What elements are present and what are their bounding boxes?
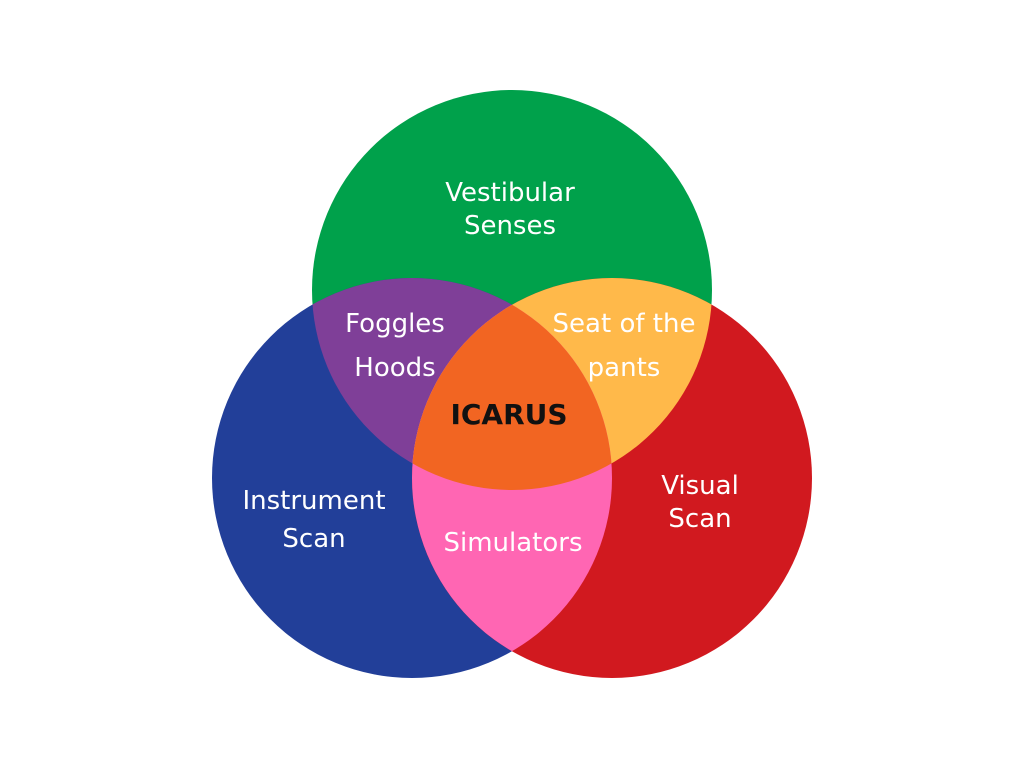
region-center-overlap [412,278,612,490]
label-line: Simulators [443,528,583,558]
label-line: Scan [282,524,346,554]
label-line: ICARUS [450,398,568,431]
label-instrument-scan: Instrument Scan [242,482,385,558]
label-line: Senses [463,211,557,241]
label-line: Seat of the [552,309,696,339]
label-line: pants [587,353,661,383]
label-visual-scan: Visual Scan [661,470,739,536]
label-foggles-hoods: Foggles Hoods [345,302,445,390]
label-simulators: Simulators [443,527,582,560]
label-line: Visual [661,471,739,501]
label-line: Foggles [345,309,445,339]
label-line: Vestibular [445,178,575,208]
label-line: Instrument [242,486,386,516]
label-line: Hoods [354,353,436,383]
label-seat-of-the-pants: Seat of the pants [553,302,696,390]
label-icarus: ICARUS [450,398,567,431]
label-vestibular-senses: Vestibular Senses [445,177,575,243]
label-line: Scan [668,504,732,534]
